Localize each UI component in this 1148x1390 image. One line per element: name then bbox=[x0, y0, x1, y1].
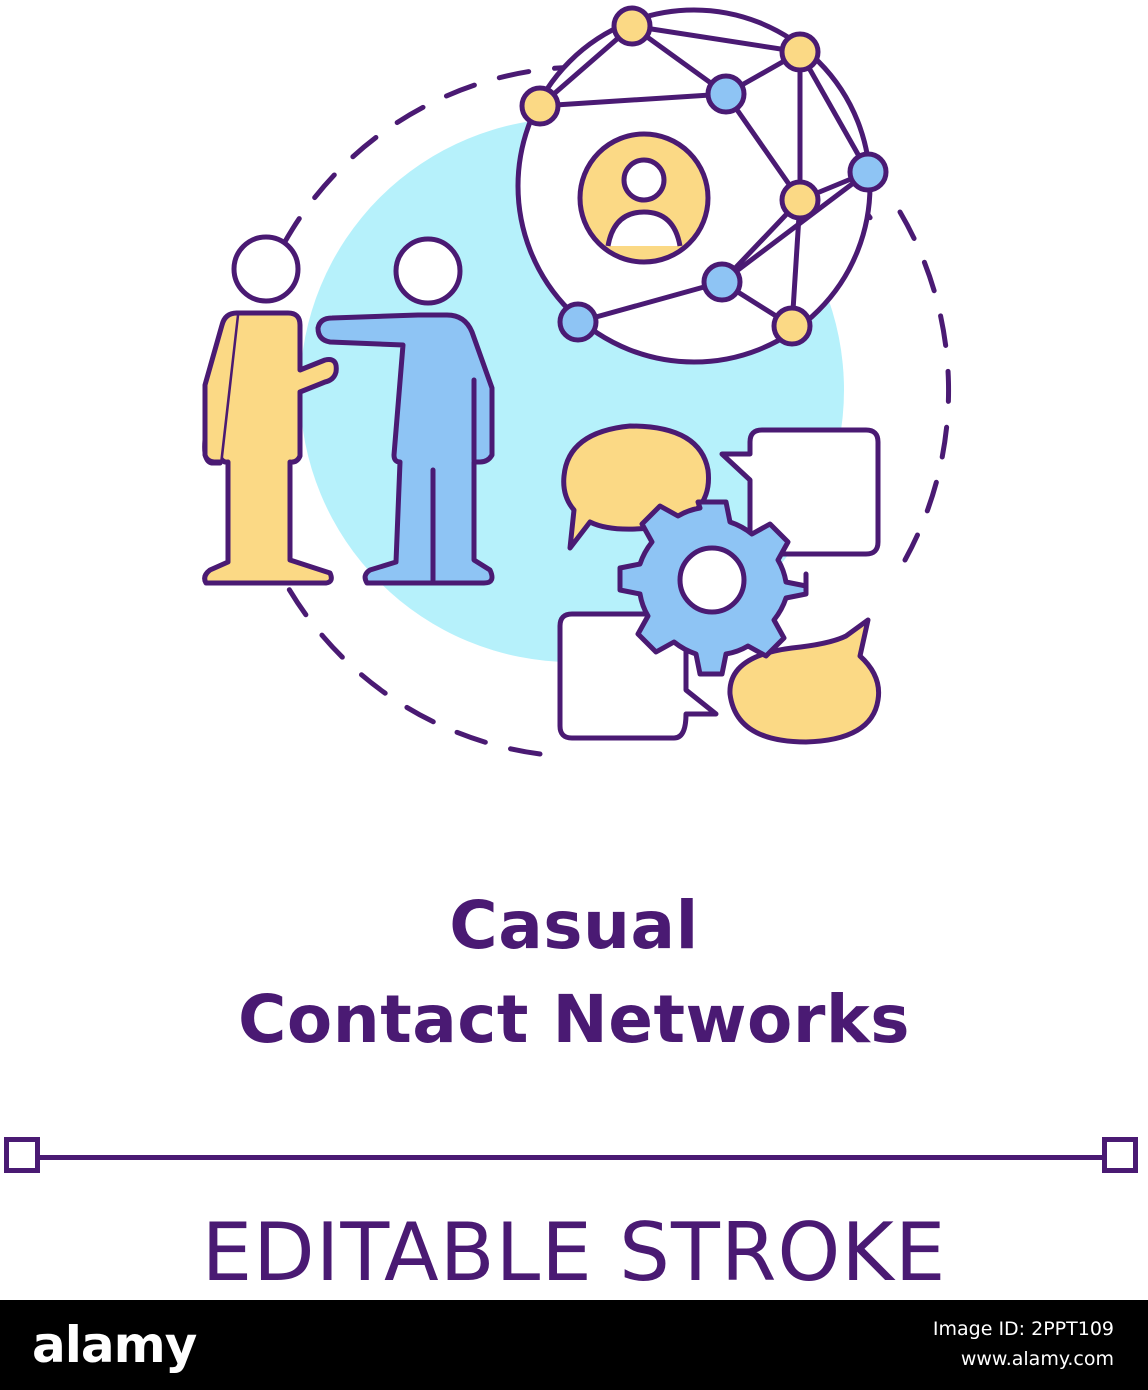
editable-stroke-label: EDITABLE STROKE bbox=[201, 1206, 947, 1299]
network-node bbox=[611, 5, 653, 47]
footer-meta: Image ID: 2PPT109 www.alamy.com bbox=[814, 1314, 1114, 1374]
network-node bbox=[701, 261, 743, 303]
image-id: Image ID: 2PPT109 bbox=[932, 1318, 1114, 1340]
network-node bbox=[771, 305, 813, 347]
stroke-handle-left[interactable] bbox=[4, 1137, 40, 1173]
watermark-footer: alamy Image ID: 2PPT109 www.alamy.com bbox=[0, 1300, 1148, 1390]
people-talking-icon bbox=[202, 234, 495, 586]
network-node bbox=[779, 31, 821, 73]
stroke-divider bbox=[30, 1155, 1120, 1160]
dashed-ring bbox=[237, 64, 876, 757]
network-node bbox=[847, 151, 889, 193]
title-line-1: Casual bbox=[449, 887, 699, 964]
gear-icon bbox=[617, 499, 809, 677]
page-canvas: Casual Contact Networks EDITABLE STROKE bbox=[4, 5, 1138, 1299]
stroke-handle-right[interactable] bbox=[1102, 1137, 1138, 1173]
network-globe-icon bbox=[515, 5, 889, 365]
concept-illustration bbox=[202, 5, 952, 757]
network-node bbox=[519, 85, 561, 127]
network-node bbox=[557, 301, 599, 343]
network-node bbox=[705, 73, 747, 115]
network-node bbox=[779, 179, 821, 221]
dashed-ring-right bbox=[897, 209, 952, 563]
brand-logo: alamy bbox=[32, 1316, 197, 1374]
title-line-2: Contact Networks bbox=[237, 981, 911, 1058]
site-url: www.alamy.com bbox=[960, 1348, 1114, 1370]
